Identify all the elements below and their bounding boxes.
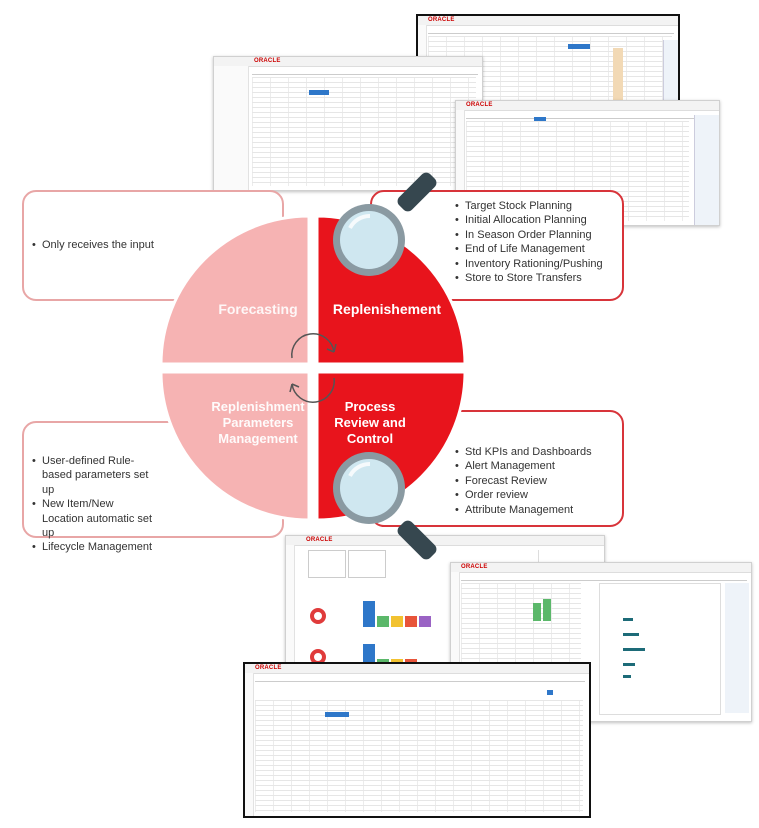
parameters-item: Lifecycle Management <box>32 540 157 555</box>
vendor-logo: ORACLE <box>255 665 282 671</box>
vendor-logo: ORACLE <box>461 564 488 570</box>
magnifier-icon <box>333 452 437 560</box>
replenishment-info-box: Target Stock Planning Initial Allocation… <box>370 190 624 301</box>
process-item: Attribute Management <box>455 503 620 518</box>
magnifier-icon <box>333 172 437 276</box>
replenishment-label: Replenishement <box>332 301 442 317</box>
screenshot-bottom-left: ORACLE <box>243 662 591 818</box>
replenishment-item: Inventory Rationing/Pushing <box>455 257 625 272</box>
forecasting-label: Forecasting <box>218 301 298 317</box>
process-item: Order review <box>455 488 620 503</box>
process-item: Forecast Review <box>455 474 620 489</box>
process-item: Std KPIs and Dashboards <box>455 445 620 460</box>
vendor-logo: ORACLE <box>466 102 493 108</box>
process-info-box: Std KPIs and Dashboards Alert Management… <box>370 410 624 527</box>
parameters-label: Replenishment Parameters Management <box>211 399 305 446</box>
replenishment-item: Target Stock Planning <box>455 199 625 214</box>
process-item: Alert Management <box>455 459 620 474</box>
forecasting-quadrant <box>159 214 311 366</box>
vendor-logo: ORACLE <box>428 17 455 23</box>
vendor-logo: ORACLE <box>306 537 333 543</box>
cycle-arrows-icon <box>289 333 337 403</box>
vendor-logo: ORACLE <box>254 58 281 64</box>
screenshot-top-left: ORACLE <box>213 56 483 191</box>
parameters-item: User-defined Rule-based parameters set u… <box>32 454 157 497</box>
process-label: Process Review and Control <box>334 399 406 446</box>
replenishment-item: In Season Order Planning <box>455 228 625 243</box>
replenishment-item: Initial Allocation Planning <box>455 213 625 228</box>
parameters-item: New Item/New Location automatic set up <box>32 497 157 540</box>
replenishment-item: End of Life Management <box>455 242 625 257</box>
parameters-quadrant <box>159 370 311 522</box>
replenishment-item: Store to Store Transfers <box>455 271 625 286</box>
forecasting-item: Only receives the input <box>32 238 272 253</box>
